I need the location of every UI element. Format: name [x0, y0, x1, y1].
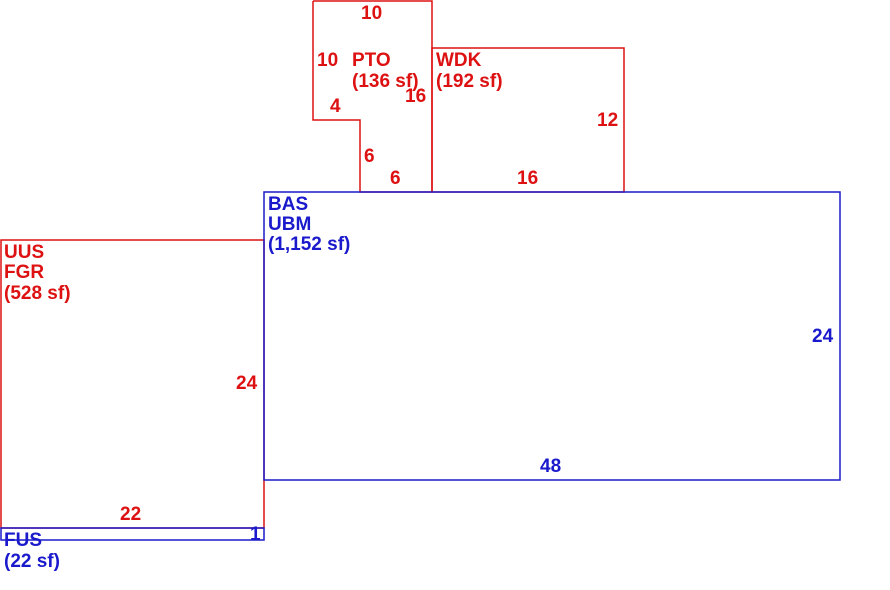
dim-uus-right: 24: [236, 373, 258, 394]
dim-wdk-bottom: 16: [517, 168, 538, 189]
dim-uus-bottom: 22: [120, 504, 141, 525]
bas-outline: [263, 191, 841, 481]
uus-code-label: UUS: [4, 242, 44, 263]
dim-pto-step-v: 6: [364, 146, 375, 167]
dim-bas-right: 24: [812, 326, 834, 347]
bas-code-label: BAS: [268, 194, 308, 215]
fgr-code-label: FGR: [4, 262, 44, 283]
dim-wdk-right: 12: [597, 110, 618, 131]
dim-bas-bottom: 48: [540, 456, 561, 477]
fus-code-label: FUS: [4, 530, 42, 551]
dim-pto-left: 10: [317, 50, 338, 71]
dim-pto-step-h: 4: [330, 96, 341, 117]
wdk-area-label: (192 sf): [436, 71, 503, 92]
dim-pto-right: 16: [405, 86, 426, 107]
bas-area-label: (1,152 sf): [268, 234, 350, 255]
uus-area-label: (528 sf): [4, 283, 71, 304]
dim-pto-top: 10: [361, 3, 382, 24]
pto-code-label: PTO: [352, 50, 391, 71]
wdk-code-label: WDK: [436, 50, 482, 71]
dim-pto-bottom: 6: [390, 168, 401, 189]
fus-area-label: (22 sf): [4, 551, 60, 572]
dim-fus-right: 1: [250, 524, 261, 545]
ubm-code-label: UBM: [268, 214, 311, 235]
pto-area-label: (136 sf): [352, 71, 419, 92]
fus-outline: [0, 527, 265, 541]
